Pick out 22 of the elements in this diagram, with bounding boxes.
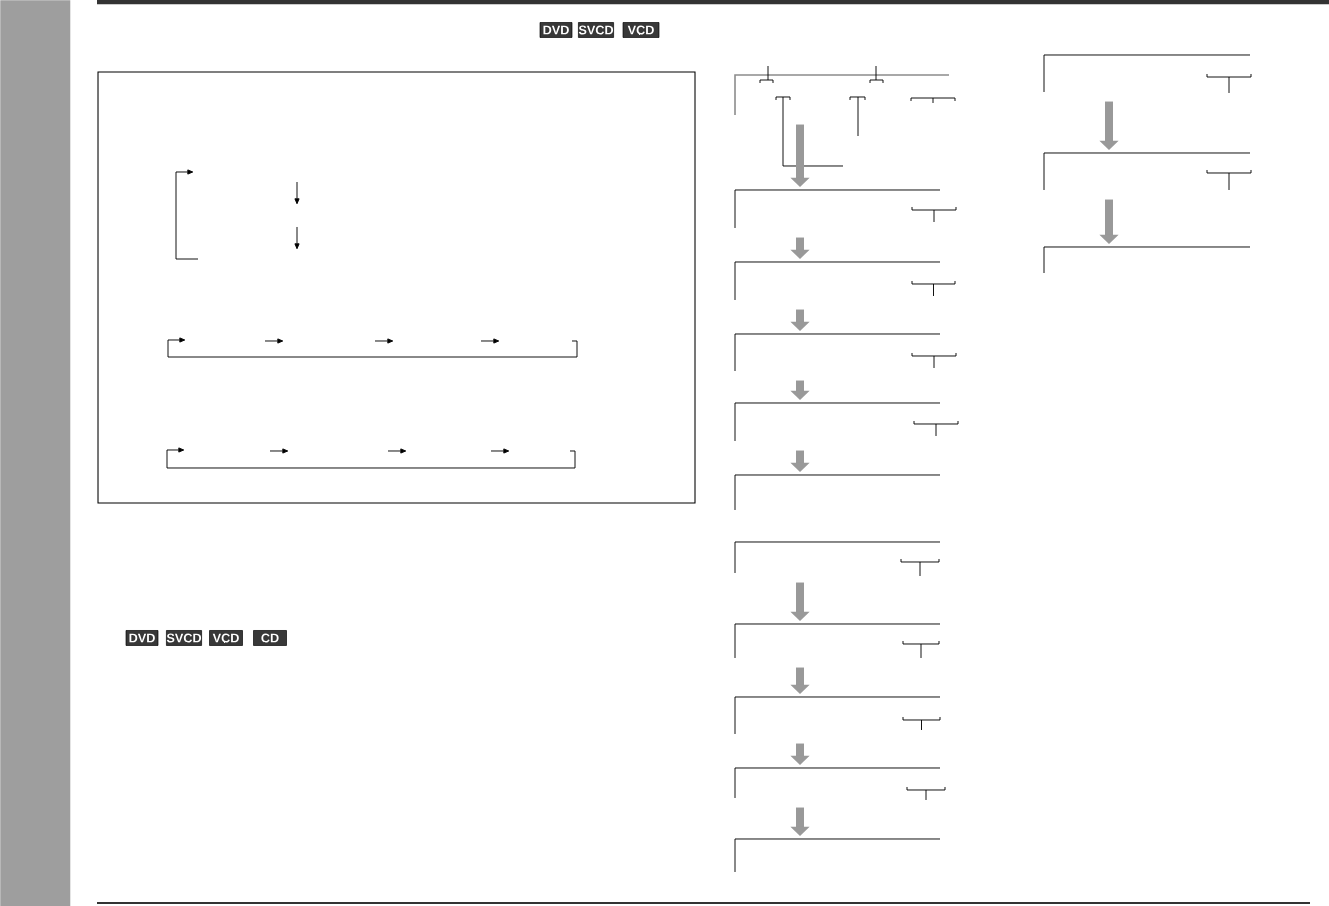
screen-frame xyxy=(734,261,956,301)
screen-frame xyxy=(1043,246,1251,274)
format-badge: DVD xyxy=(125,630,159,646)
format-badge: DVD xyxy=(539,22,573,38)
format-badge: SVCD xyxy=(578,22,614,38)
screen-frame xyxy=(734,838,941,873)
screen-frame xyxy=(734,65,956,167)
format-badge: VCD xyxy=(622,22,660,38)
screen-frame xyxy=(734,474,941,511)
side-band xyxy=(0,0,71,906)
format-badge: VCD xyxy=(209,630,243,646)
screen-frame xyxy=(1043,54,1252,94)
screen-frame xyxy=(734,402,959,442)
screen-frame xyxy=(1043,152,1252,191)
screen-frame xyxy=(734,541,941,577)
screen-frame xyxy=(734,696,941,735)
screen-frame xyxy=(734,767,946,801)
screen-frame xyxy=(734,333,957,372)
format-badge: CD xyxy=(253,630,287,646)
format-badge: SVCD xyxy=(166,630,202,646)
screen-frame xyxy=(734,623,941,659)
screen-frame xyxy=(734,189,957,229)
